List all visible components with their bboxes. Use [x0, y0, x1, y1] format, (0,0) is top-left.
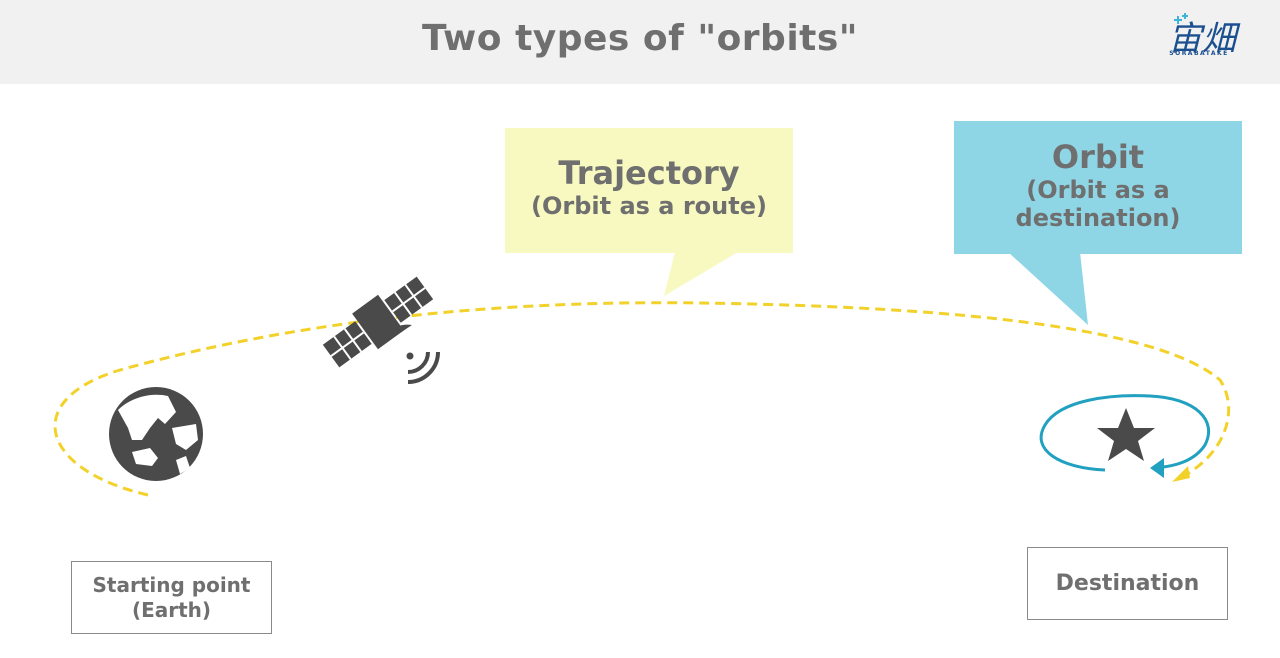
logo-text: SORABATAKE — [1169, 50, 1229, 57]
starting-point-label: Starting point (Earth) — [71, 561, 272, 634]
starting-point-line1: Starting point — [92, 572, 251, 597]
sorabatake-logo: 宙畑 — [1168, 13, 1241, 59]
destination-label: Destination — [1027, 547, 1228, 620]
trajectory-callout — [505, 128, 793, 296]
starting-point-line2: (Earth) — [131, 597, 212, 622]
svg-text:宙畑: 宙畑 — [1168, 19, 1241, 59]
orbit-subtitle-line1: (Orbit as a — [1026, 176, 1170, 204]
satellite-icon — [322, 276, 440, 384]
orbit-arrowhead — [1150, 458, 1164, 478]
trajectory-heading: Trajectory — [558, 154, 740, 192]
earth-icon — [109, 387, 203, 481]
trajectory-arrowhead — [1172, 466, 1190, 482]
orbit-subtitle-line2: destination) — [1015, 204, 1181, 232]
trajectory-subtitle: (Orbit as a route) — [531, 192, 767, 220]
orbit-callout-text: Orbit (Orbit as a destination) — [954, 138, 1242, 232]
header-bar — [0, 0, 1280, 84]
trajectory-callout-text: Trajectory (Orbit as a route) — [505, 154, 793, 220]
trajectory-path — [53, 301, 1231, 497]
orbit-callout — [954, 121, 1242, 325]
orbit-ring — [1039, 394, 1211, 472]
page-title: Two types of "orbits" — [421, 18, 859, 59]
star-icon — [1097, 408, 1155, 461]
orbit-heading: Orbit — [1051, 138, 1145, 176]
